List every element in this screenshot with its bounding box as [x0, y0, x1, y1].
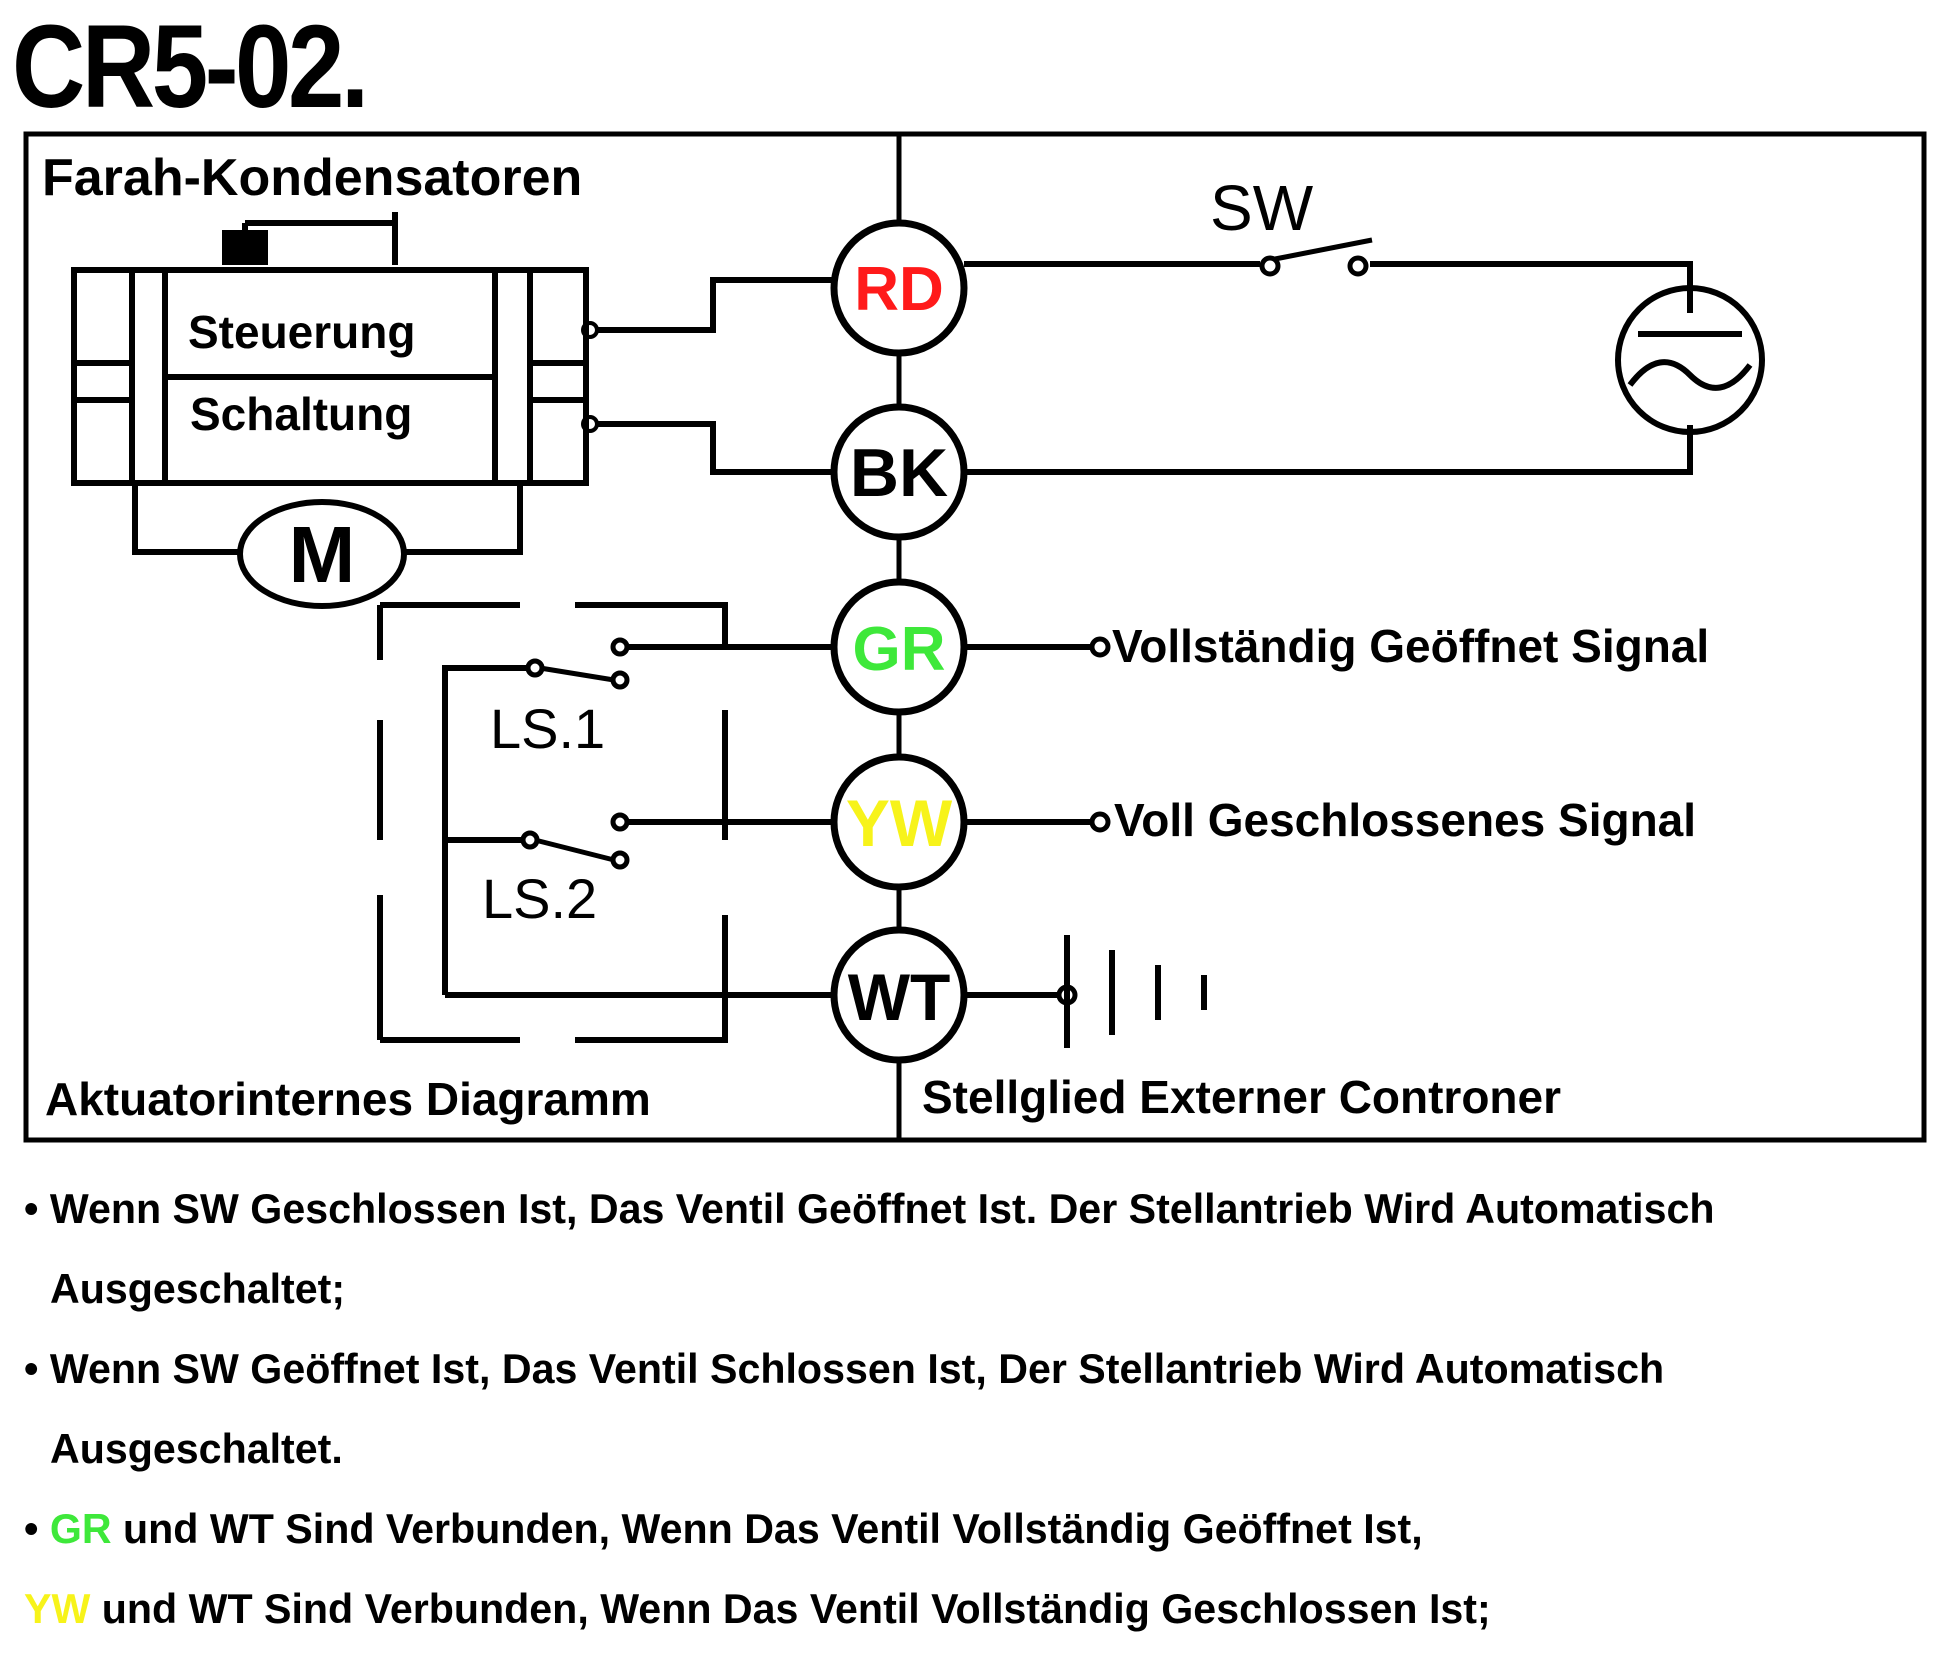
note-4: YW und WT Sind Verbunden, Wenn Das Venti…: [24, 1585, 1491, 1633]
note-4-text: und WT Sind Verbunden, Wenn Das Ventil V…: [90, 1585, 1491, 1632]
wiring-diagram: RD BK GR YW WT Farah-Kondensatoren Steue…: [23, 131, 1927, 1143]
terminal-rd-label: RD: [854, 255, 944, 324]
terminal-yw-label: YW: [846, 786, 953, 860]
wire-sw-ac: [1370, 261, 1693, 313]
terminal-bk-label: BK: [850, 435, 948, 511]
right-section-footer: Stellglied Externer Controner: [922, 1071, 1561, 1123]
note-1: • Wenn SW Geschlossen Ist, Das Ventil Ge…: [24, 1185, 1715, 1232]
capacitor-icon: [222, 212, 398, 265]
motor-wire: [132, 483, 523, 555]
terminal-gr-label: GR: [853, 615, 946, 684]
diagram-frame: [23, 131, 1927, 1143]
ac-source-icon: [1615, 285, 1765, 435]
limit-switch-housing: [377, 602, 728, 1043]
note-3-gr: GR: [49, 1505, 112, 1552]
terminal-wt: [830, 926, 968, 1064]
note-4-yw: YW: [24, 1585, 91, 1632]
terminal-bk: [830, 403, 968, 541]
terminal-gr: [830, 578, 968, 716]
control-box-top-label: Steuerung: [188, 306, 415, 358]
ground-battery-icon: [1056, 935, 1207, 1048]
left-section-header: Farah-Kondensatoren: [42, 149, 582, 207]
note-2-continued: Ausgeschaltet.: [50, 1425, 343, 1472]
note-3-text: und WT Sind Verbunden, Wenn Das Ventil V…: [111, 1505, 1423, 1552]
terminal-rd: [830, 219, 968, 357]
note-3-bullet: •: [24, 1505, 50, 1552]
control-box: [71, 267, 589, 486]
signal-open-label: Vollständig Geöffnet Signal: [1112, 620, 1709, 672]
motor-label: M: [289, 510, 356, 599]
wire-bk-ac: [964, 425, 1693, 475]
page-title: CR5-02.: [12, 1, 369, 133]
note-3: • GR und WT Sind Verbunden, Wenn Das Ven…: [24, 1505, 1423, 1553]
wire-to-bk: [597, 421, 834, 475]
ls2-label: LS.2: [482, 867, 597, 930]
control-box-bottom-label: Schaltung: [190, 388, 412, 440]
terminal-wt-label: WT: [848, 960, 951, 1034]
left-section-footer: Aktuatorinternes Diagramm: [45, 1073, 651, 1125]
sw-switch-icon: [1259, 237, 1373, 277]
ls1-label: LS.1: [490, 697, 605, 760]
terminal-yw: [830, 753, 968, 891]
note-2: • Wenn SW Geöffnet Ist, Das Ventil Schlo…: [24, 1345, 1665, 1392]
note-1-continued: Ausgeschaltet;: [50, 1265, 346, 1312]
signal-closed-label: Voll Geschlossenes Signal: [1114, 794, 1696, 846]
ls-common-wire: [442, 665, 530, 995]
limit-switch-2: [520, 812, 834, 870]
motor-icon: [237, 499, 407, 609]
wire-to-rd: [597, 277, 834, 333]
switch-label: SW: [1210, 172, 1314, 244]
limit-switch-1: [525, 637, 834, 690]
